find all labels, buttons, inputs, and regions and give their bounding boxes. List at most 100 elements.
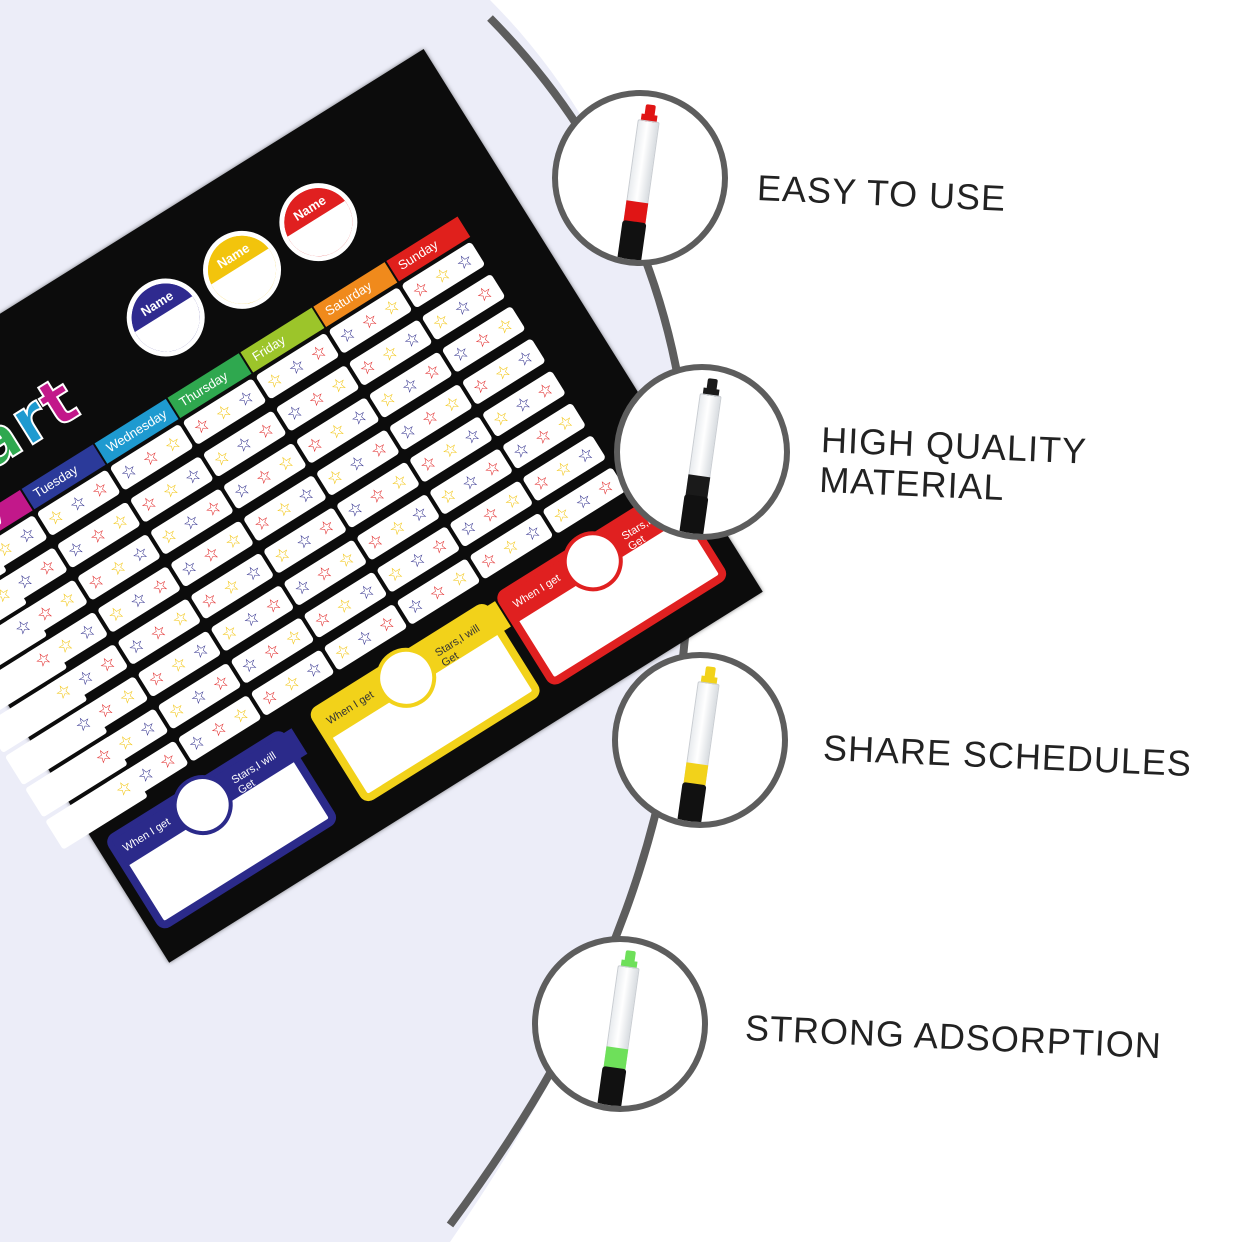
star-icon: ☆ [231,431,257,458]
star-icon: ☆ [158,477,184,503]
star-icon: ☆ [306,340,331,366]
star-icon: ☆ [439,391,465,417]
star-icon: ☆ [301,656,326,683]
star-icon: ☆ [111,775,136,801]
feature-badge [614,364,790,540]
star-icon: ☆ [450,294,475,321]
star-icon: ☆ [208,670,233,696]
star-icon: ☆ [290,574,315,600]
star-icon: ☆ [233,385,258,412]
star-icon: ☆ [346,404,372,431]
star-icon: ☆ [480,455,505,482]
star-icon: ☆ [408,276,433,302]
star-icon: ☆ [91,743,116,769]
star-icon: ☆ [51,678,76,705]
star-icon: ☆ [292,528,317,554]
star-icon: ☆ [403,593,428,619]
star-icon: ☆ [334,546,359,573]
star-icon: ☆ [488,405,514,431]
star-icon: ☆ [87,476,113,503]
star-icon: ☆ [178,509,204,535]
star-icon: ☆ [399,326,424,353]
star-icon: ☆ [314,514,339,541]
star-icon: ☆ [284,353,309,380]
star-icon: ☆ [180,463,206,489]
star-icon: ☆ [430,262,455,289]
star-icon: ☆ [95,651,120,677]
star-icon: ☆ [374,611,399,637]
star-icon: ☆ [282,399,307,426]
star-icon: ☆ [357,308,382,334]
star-icon: ☆ [104,601,129,627]
star-icon: ☆ [85,522,111,549]
star-icon: ☆ [395,418,421,445]
star-icon: ☆ [436,483,461,509]
star-icon: ☆ [138,444,163,471]
star-icon: ☆ [460,423,485,449]
star-icon: ☆ [128,541,153,567]
star-icon: ☆ [0,582,16,608]
star-icon: ☆ [478,501,503,528]
star-icon: ☆ [272,496,297,522]
star-icon: ☆ [448,340,473,367]
star-icon: ☆ [177,555,202,581]
star-icon: ☆ [452,248,477,275]
star-icon: ☆ [332,592,357,619]
star-icon: ☆ [148,573,173,599]
feature-badge [532,936,708,1112]
star-icon: ☆ [0,536,18,562]
star-icon: ☆ [217,619,242,646]
star-icon: ☆ [184,729,209,756]
star-icon: ☆ [352,624,377,651]
star-icon: ☆ [470,327,495,353]
star-icon: ☆ [136,490,162,517]
star-icon: ☆ [366,436,392,463]
star-icon: ☆ [532,377,558,404]
star-icon: ☆ [249,509,275,536]
star-icon: ☆ [510,391,536,418]
star-icon: ☆ [166,651,191,678]
star-icon: ☆ [498,533,523,560]
star-icon: ☆ [206,716,231,742]
star-icon: ☆ [107,508,133,535]
star-icon: ☆ [251,463,277,490]
star-icon: ☆ [144,665,169,691]
star-icon: ☆ [476,547,501,574]
star-icon: ☆ [553,410,578,436]
star-icon: ☆ [447,565,472,592]
star-icon: ☆ [11,614,36,640]
star-icon: ☆ [385,514,410,541]
star-icon: ☆ [456,515,481,541]
star-icon: ☆ [490,359,516,385]
star-icon: ☆ [241,560,266,586]
star-icon: ☆ [257,684,282,710]
star-icon: ☆ [551,456,576,482]
star-icon: ☆ [219,573,244,600]
star-icon: ☆ [509,437,534,464]
star-icon: ☆ [200,495,226,522]
star-icon: ☆ [199,541,224,568]
star-icon: ☆ [135,715,160,742]
star-icon: ☆ [65,490,91,517]
star-icon: ☆ [33,600,58,627]
star-icon: ☆ [512,345,538,372]
star-icon: ☆ [31,646,56,673]
star-icon: ☆ [262,367,287,394]
star-icon: ☆ [415,450,441,477]
star-icon: ☆ [405,547,430,573]
star-icon: ☆ [375,386,400,412]
star-icon: ☆ [363,528,388,555]
star-icon: ☆ [428,308,453,335]
star-icon: ☆ [529,469,554,496]
star-icon: ☆ [197,587,222,614]
marker-icon [616,103,664,260]
star-icon: ☆ [261,592,286,618]
feature-badge [612,652,788,828]
star-icon: ☆ [427,533,452,559]
star-icon: ☆ [93,697,118,723]
star-icon: ☆ [344,450,370,477]
star-icon: ☆ [377,340,402,366]
marker-icon [676,665,724,822]
